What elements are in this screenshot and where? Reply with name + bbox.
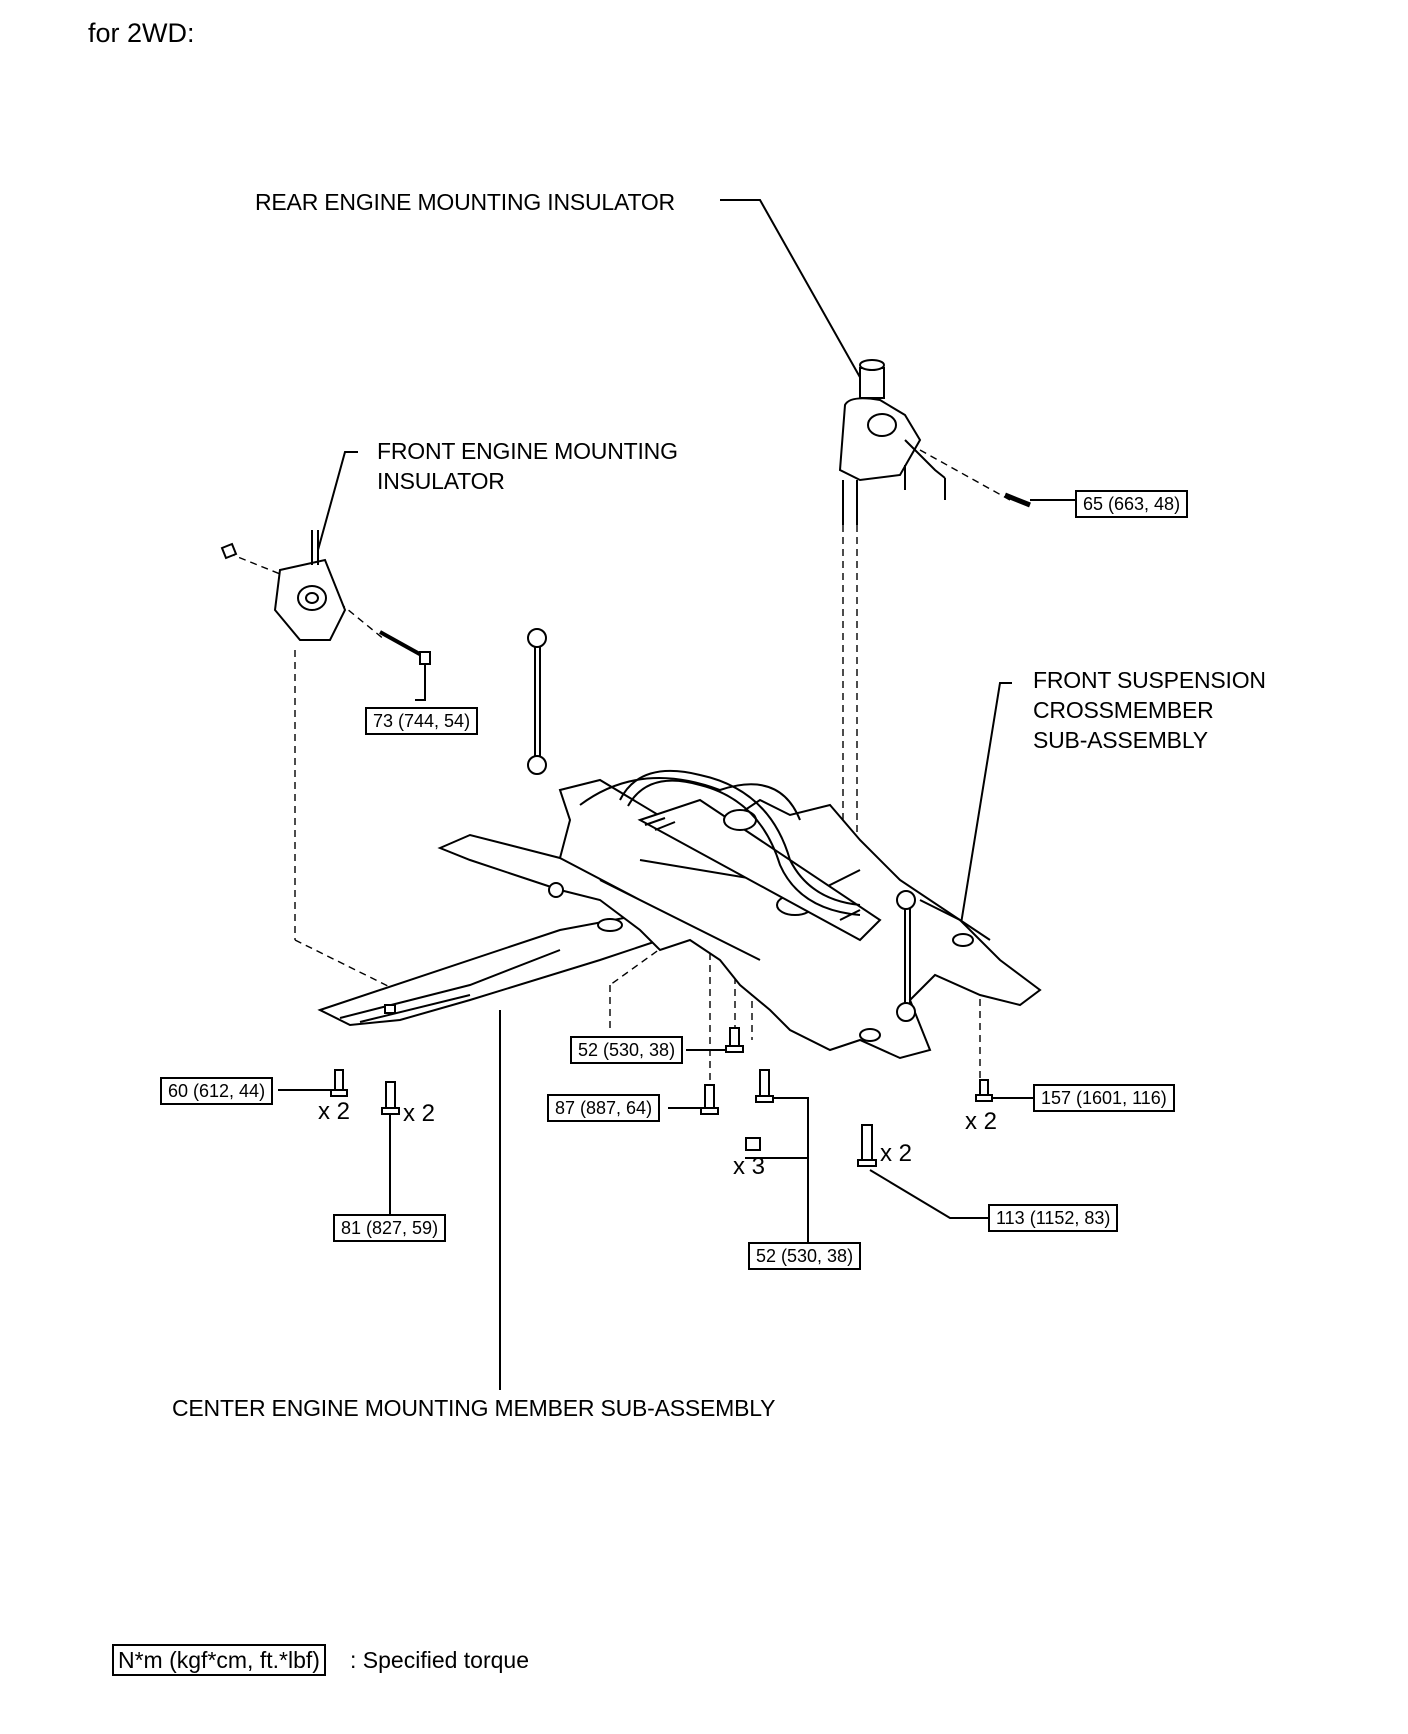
torque-157: 157 (1601, 116) (1033, 1084, 1175, 1112)
label-crossmember-line3: SUB-ASSEMBLY (1033, 727, 1208, 753)
torque-65: 65 (663, 48) (1075, 490, 1189, 518)
rear-insulator-shape (838, 359, 1031, 525)
label-front-insulator-line1: FRONT ENGINE MOUNTING (377, 438, 678, 464)
multiplier-81: x 2 (403, 1100, 436, 1127)
torque-113: 113 (1152, 83) (988, 1204, 1119, 1232)
legend-description: : Specified torque (350, 1647, 530, 1673)
multiplier-113: x 2 (880, 1140, 913, 1167)
torque-52-a: 52 (530, 38) (570, 1036, 684, 1064)
legend-unit-box: N*m (kgf*cm, ft.*lbf) (112, 1644, 326, 1676)
label-crossmember-line1: FRONT SUSPENSION (1033, 667, 1266, 693)
torque-52-b: 52 (530, 38) (748, 1242, 862, 1270)
leader-t52b (765, 1097, 809, 1255)
label-rear-engine-mounting-insulator: REAR ENGINE MOUNTING INSULATOR (255, 189, 675, 215)
page-title: for 2WD: (88, 18, 195, 48)
torque-73: 73 (744, 54) (365, 707, 479, 735)
torque-87: 87 (887, 64) (547, 1094, 661, 1122)
label-front-insulator-line2: INSULATOR (377, 468, 505, 494)
torque-60: 60 (612, 44) (160, 1077, 274, 1105)
leader-front-insulator (317, 451, 358, 551)
center-member-shape (317, 913, 662, 1027)
bolts (330, 1027, 993, 1167)
multiplier-157: x 2 (965, 1108, 998, 1135)
leader-rear-insulator (720, 199, 871, 396)
stabilizer-shape (534, 640, 911, 1010)
torque-81: 81 (827, 59) (333, 1214, 447, 1242)
leader-t113 (869, 1169, 990, 1219)
multiplier-x3: x 3 (733, 1153, 766, 1180)
leader-crossmember (959, 682, 1012, 931)
leader-t73 (415, 660, 426, 701)
label-center-engine-mounting-member: CENTER ENGINE MOUNTING MEMBER SUB-ASSEMB… (172, 1395, 776, 1421)
multiplier-60: x 2 (318, 1098, 351, 1125)
label-crossmember-line2: CROSSMEMBER (1033, 697, 1214, 723)
front-insulator-shape (220, 530, 431, 665)
